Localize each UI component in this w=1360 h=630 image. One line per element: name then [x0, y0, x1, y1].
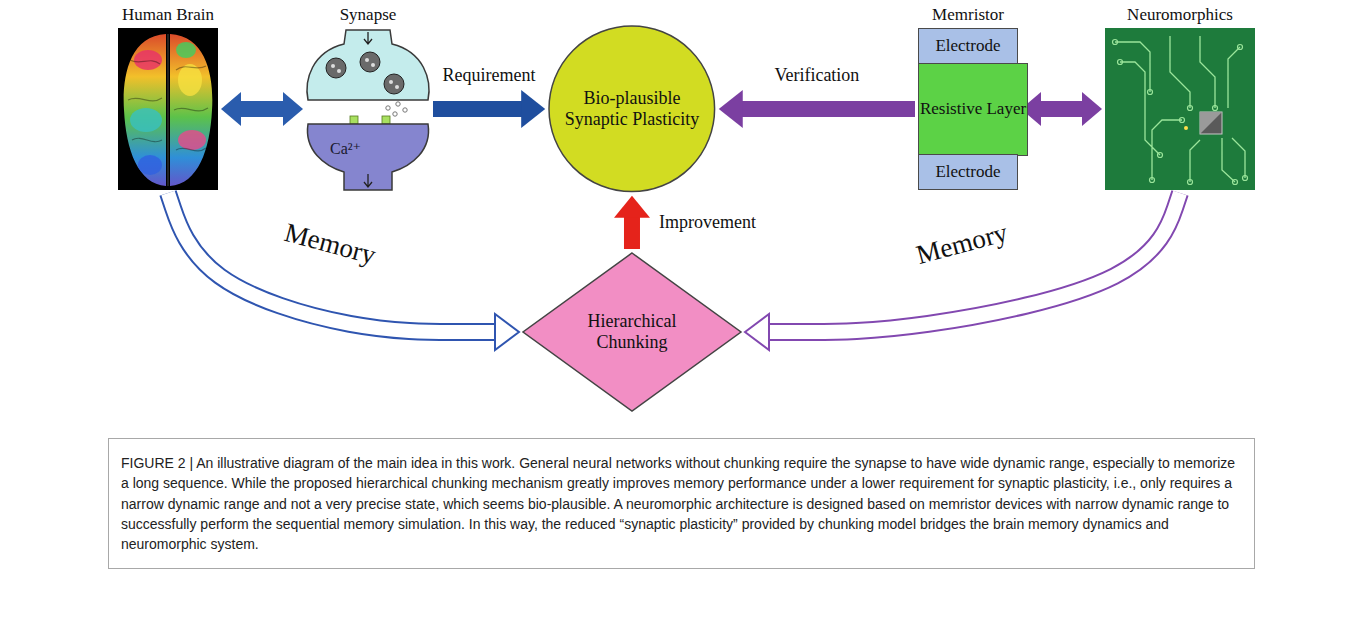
- vesicle-dot: [365, 58, 369, 62]
- vesicle-dot: [331, 64, 335, 68]
- diamond-shape: [523, 253, 741, 411]
- node-label: Electrode: [935, 36, 1000, 56]
- heading-label: Memristor: [932, 5, 1004, 25]
- arrow-head: [495, 314, 519, 350]
- node-label: Bio-plausible Synaptic Plasticity: [557, 88, 707, 129]
- connector-arrow: [168, 193, 519, 350]
- transmitter-dot: [403, 108, 407, 112]
- brain-region: [178, 64, 202, 96]
- signal-arrow: [364, 174, 372, 187]
- connector-arrow: [1021, 92, 1102, 126]
- circuit-traces: [1115, 36, 1245, 182]
- transmitter-dot: [386, 106, 390, 110]
- arrow-head: [719, 90, 743, 128]
- electrode-layer: Electrode: [918, 28, 1018, 64]
- vesicle: [384, 74, 404, 94]
- resistive-layer: Resistive Layer: [918, 63, 1028, 156]
- vesicle: [360, 52, 380, 72]
- connector-arrow: [221, 92, 303, 126]
- arrow-outline: [768, 193, 1180, 332]
- neuromorphic-chip-picture: [1105, 28, 1255, 190]
- arrow-body: [168, 193, 496, 332]
- signal-arrow: [364, 32, 372, 44]
- brain-region: [176, 42, 196, 58]
- node-label: Hierarchical Chunking: [567, 311, 697, 352]
- transmitter-dot: [393, 112, 397, 116]
- edge-label: Memory: [910, 216, 1014, 272]
- chip: [1200, 112, 1222, 134]
- vesicle-dot: [371, 63, 375, 67]
- chip-highlight: [1200, 112, 1222, 134]
- vesicle: [326, 58, 346, 78]
- brain-hemispheres: [118, 28, 218, 190]
- edge-label: Requirement: [440, 65, 539, 86]
- transmitter-dot: [396, 102, 400, 106]
- heading-label: Human Brain: [122, 5, 214, 25]
- brain-image: Human Brain: [118, 28, 218, 190]
- edge-label: Memory: [278, 216, 382, 272]
- ion-label: Ca²⁺: [330, 140, 361, 158]
- arrow-body: [768, 193, 1180, 332]
- memristor-stack: MemristorElectrodeResistive LayerElectro…: [918, 28, 1018, 190]
- circuit-board: [1105, 28, 1255, 190]
- figure-caption: FIGURE 2 | An illustrative diagram of th…: [108, 438, 1255, 569]
- arrow-head: [1082, 92, 1102, 126]
- arrow-outline: [168, 193, 496, 332]
- arrow-head: [521, 90, 545, 128]
- synapse-illustration: SynapseCa²⁺: [306, 28, 430, 190]
- vesicles: [326, 52, 404, 94]
- arrow-head: [283, 92, 303, 126]
- heading-label: Synapse: [340, 5, 397, 25]
- neurotransmitters: [386, 102, 407, 116]
- arrow-head: [745, 314, 769, 350]
- brain-surface: [118, 28, 218, 190]
- neuromorphics-image: Neuromorphics: [1105, 28, 1255, 190]
- brain-region: [130, 108, 162, 132]
- electrode-layer: Electrode: [918, 154, 1018, 190]
- connector-arrow: [745, 193, 1180, 350]
- arrow-shaft: [624, 217, 640, 249]
- synapse-picture: [307, 30, 429, 190]
- arrow-head: [221, 92, 241, 126]
- connector-arrow: [433, 90, 545, 128]
- edge-label: Improvement: [656, 212, 759, 233]
- receptor: [382, 116, 390, 124]
- circle-shape: [549, 26, 715, 192]
- brain-region: [178, 130, 206, 150]
- brain-region: [134, 50, 162, 70]
- connector-arrow: [614, 196, 650, 249]
- arrow-shaft: [742, 101, 915, 117]
- receptor: [350, 116, 358, 124]
- heading-label: Neuromorphics: [1127, 5, 1233, 25]
- decision-diamond: Hierarchical Chunking: [522, 252, 742, 412]
- arrow-head: [614, 196, 650, 218]
- presynaptic-terminal: [307, 30, 429, 100]
- brain-background: [118, 28, 218, 190]
- arrow-shaft: [1040, 101, 1083, 117]
- led-dot: [1184, 126, 1188, 130]
- vesicle-dot: [337, 69, 341, 73]
- node-label: Electrode: [935, 162, 1000, 182]
- arrow-shaft: [433, 101, 522, 117]
- concept-circle: Bio-plausible Synaptic Plasticity: [548, 25, 716, 193]
- vesicle-dot: [395, 85, 399, 89]
- vesicle-dot: [389, 80, 393, 84]
- arrow-shaft: [240, 101, 284, 117]
- connector-arrow: [719, 90, 915, 128]
- postsynaptic-terminal: [307, 124, 428, 190]
- trace-pads: [1113, 40, 1248, 185]
- brain-picture: [118, 28, 218, 190]
- brain-region: [138, 155, 162, 175]
- node-label: Resistive Layer: [920, 99, 1026, 119]
- edge-label: Verification: [771, 65, 862, 86]
- brain-midline: [167, 34, 169, 186]
